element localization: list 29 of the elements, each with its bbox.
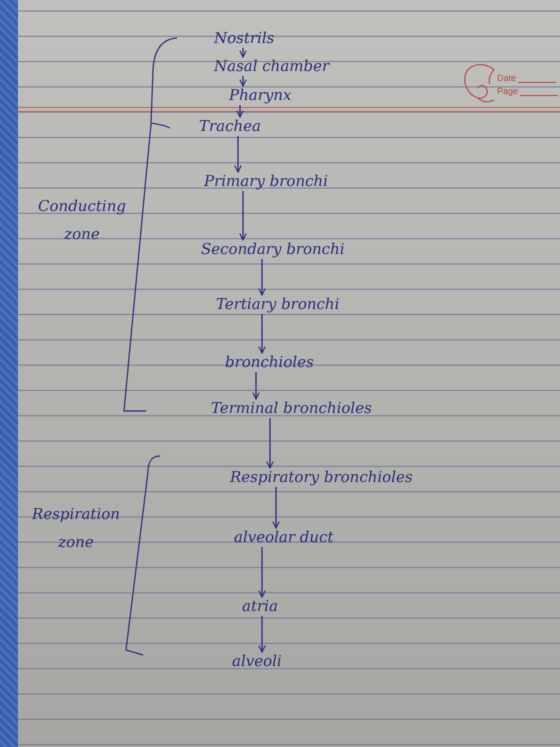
arrow <box>239 48 247 58</box>
step-label: Primary bronchi <box>203 173 329 190</box>
step-label: alveolar duct <box>233 529 334 546</box>
arrow <box>266 418 274 469</box>
arrow <box>258 259 266 296</box>
step-label: Nasal chamber <box>213 58 330 75</box>
step-label: Nostrils <box>213 30 276 47</box>
zone-label: Respiration zone <box>30 504 121 553</box>
stamp-label: Page <box>497 86 518 96</box>
arrow <box>234 136 242 173</box>
step-label: Tertiary bronchi <box>215 296 340 313</box>
arrow <box>258 547 266 598</box>
arrow <box>272 487 280 529</box>
step-label: Pharynx <box>228 87 292 104</box>
arrow <box>236 105 244 118</box>
arrow <box>239 76 247 87</box>
zone-label: Conducting zone <box>37 196 127 245</box>
step-label: Respiratory bronchioles <box>229 469 414 486</box>
step-label: Terminal bronchioles <box>210 400 373 417</box>
stamp-label: Date <box>497 73 516 83</box>
step-label: alveoli <box>231 653 283 670</box>
arrow <box>258 616 266 653</box>
arrow <box>239 191 247 241</box>
step-label: bronchioles <box>224 354 315 371</box>
step-label: atria <box>241 598 279 615</box>
step-label: Secondary bronchi <box>200 241 346 258</box>
arrow <box>258 314 266 354</box>
step-label: Trachea <box>198 118 262 135</box>
arrow <box>252 372 260 400</box>
